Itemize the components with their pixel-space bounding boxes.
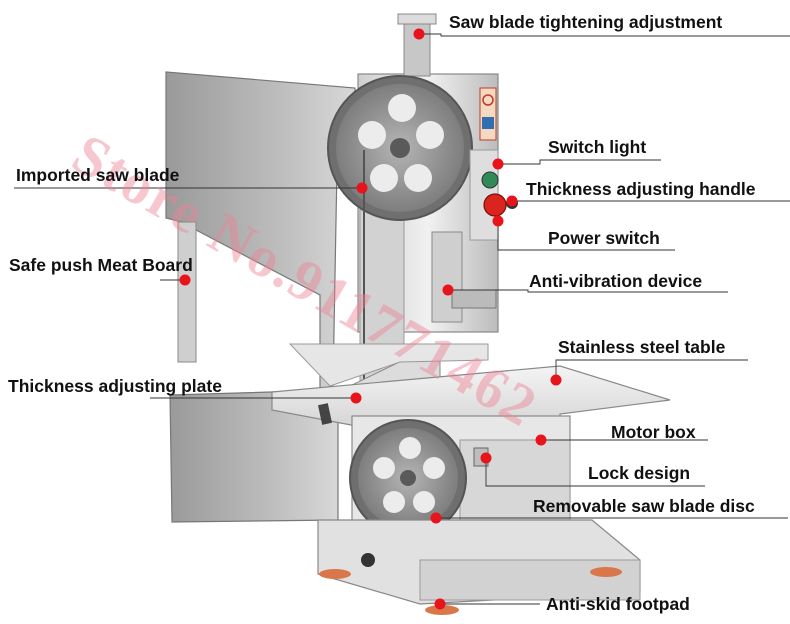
label-thickness-adjusting-handle: Thickness adjusting handle (526, 179, 756, 199)
power-switch-icon (483, 193, 507, 217)
label-imported-saw-blade: Imported saw blade (16, 165, 180, 185)
label-safe-push-meat-board: Safe push Meat Board (9, 255, 193, 275)
label-anti-skid-footpad: Anti-skid footpad (546, 594, 690, 614)
label-thickness-adjusting-plate: Thickness adjusting plate (8, 376, 222, 396)
label-lock-design: Lock design (588, 463, 691, 483)
leader-lines (14, 33, 790, 605)
footpad (590, 567, 622, 577)
label-anti-vibration-device: Anti-vibration device (529, 271, 703, 291)
switch-light-icon (481, 171, 499, 189)
label-saw-blade-tightening-adjustment: Saw blade tightening adjustment (449, 12, 723, 32)
push-meat-board (177, 221, 197, 363)
callout-markers (179, 28, 562, 610)
footpad (319, 569, 351, 579)
blade-guide (431, 231, 463, 323)
label-power-switch: Power switch (548, 228, 660, 248)
footpad (425, 605, 459, 615)
label-removable-saw-blade-disc: Removable saw blade disc (533, 496, 755, 516)
label-stainless-steel-table: Stainless steel table (558, 337, 726, 357)
label-switch-light: Switch light (548, 137, 647, 157)
warning-sticker-icon (479, 87, 497, 141)
tension-knob (403, 17, 431, 77)
label-motor-box: Motor box (611, 422, 696, 442)
